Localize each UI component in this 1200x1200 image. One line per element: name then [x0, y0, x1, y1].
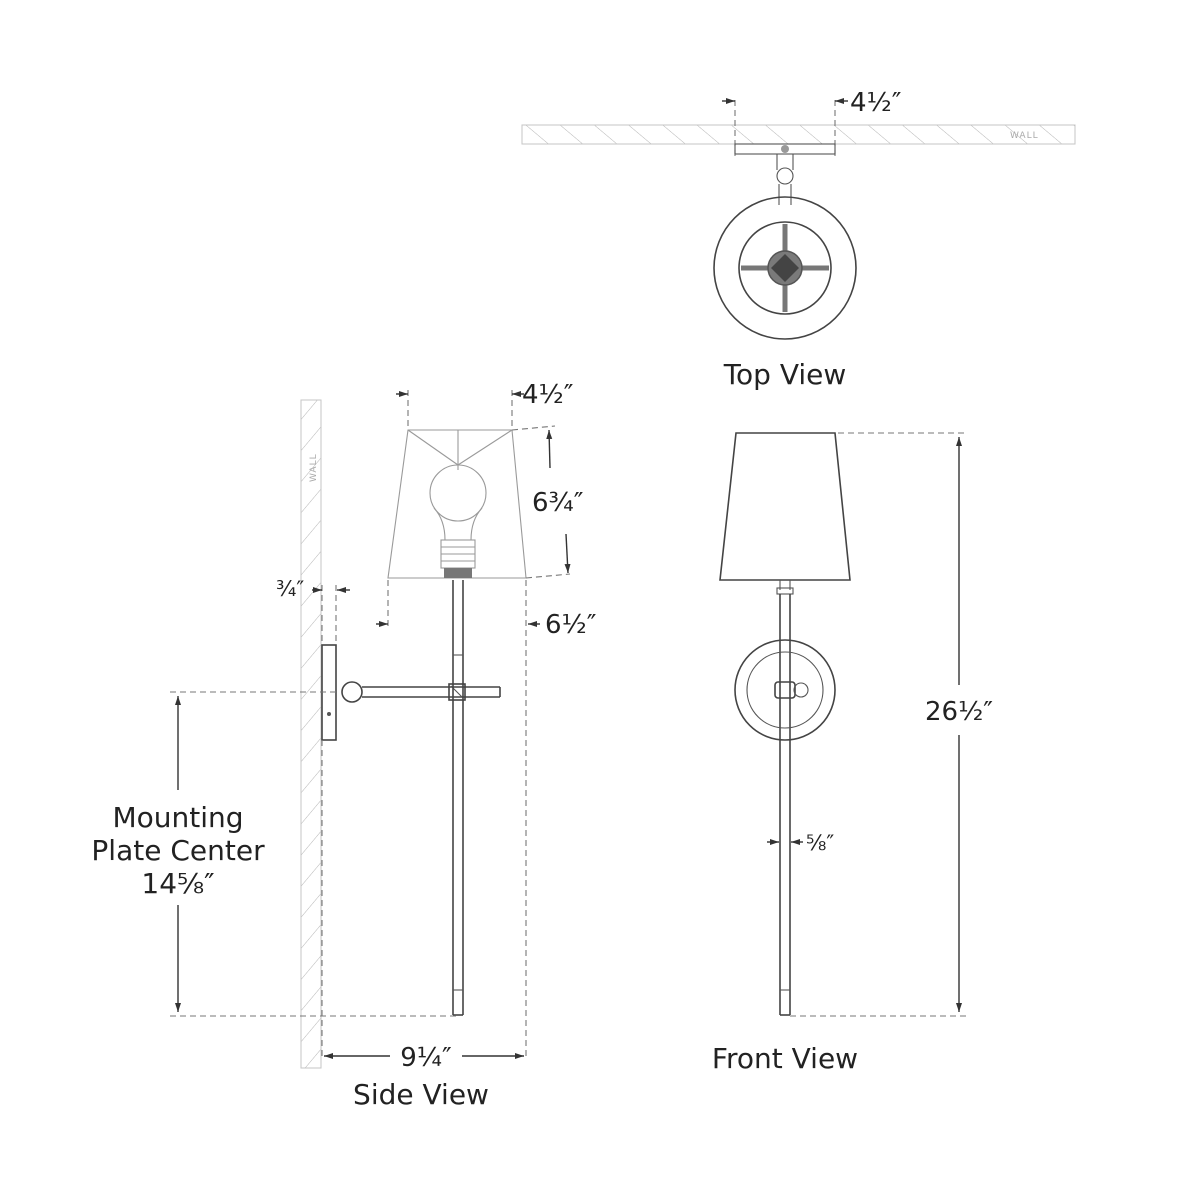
- shade-bottom-dimension: 6½″: [376, 580, 597, 640]
- top-wall: WALL: [521, 124, 1076, 145]
- front-view: 26½″ ⅝″ Front View: [712, 432, 993, 1075]
- stem-diameter-label: ⅝″: [806, 831, 834, 855]
- front-backplate-inner: [746, 651, 824, 729]
- shade-top-dimension: 4½″: [396, 380, 574, 428]
- mounting-label-line2: Plate Center: [91, 834, 265, 867]
- shade-height-label: 6¾″: [532, 488, 584, 518]
- side-bulb: [429, 464, 487, 522]
- shade-top-diameter-label: 4½″: [522, 380, 574, 410]
- top-view: WALL 4½″ Top View: [521, 88, 1076, 391]
- front-backplate-outer: [734, 639, 836, 741]
- side-wall-label: WALL: [309, 453, 319, 482]
- side-view: WALL: [91, 380, 596, 1111]
- front-shade: [719, 432, 851, 581]
- top-view-title: Top View: [723, 358, 847, 391]
- top-view-fixture: [713, 143, 857, 340]
- shade-height-dimension: 6¾″: [511, 425, 584, 579]
- top-backplate-dimension: 4½″: [722, 88, 902, 160]
- side-wall: WALL: [300, 399, 322, 1069]
- top-backplate-depth-label: 4½″: [850, 88, 902, 118]
- backplate-thickness-dimension: ¾″: [276, 577, 350, 645]
- shade-bottom-diameter-label: 6½″: [545, 610, 597, 640]
- extension-label: 9¼″: [400, 1043, 452, 1073]
- mounting-center-dimension: Mounting Plate Center 14⅝″: [91, 691, 458, 1017]
- top-wall-label: WALL: [1010, 131, 1039, 141]
- side-shade: [387, 429, 527, 579]
- mounting-label-line1: Mounting: [112, 801, 243, 834]
- shade-inner-circle: [738, 221, 832, 315]
- front-view-fixture: [719, 432, 851, 1016]
- side-view-title: Side View: [353, 1078, 489, 1111]
- side-view-fixture: [321, 429, 527, 1016]
- overall-height-dimension: 26½″: [790, 432, 993, 1017]
- backplate-thickness-label: ¾″: [276, 577, 304, 601]
- mounting-value: 14⅝″: [141, 867, 214, 900]
- shade-outer-circle: [713, 196, 857, 340]
- front-view-title: Front View: [712, 1042, 858, 1075]
- overall-height-label: 26½″: [925, 697, 993, 727]
- stem-diameter-dimension: ⅝″: [767, 831, 834, 855]
- extension-dimension: 9¼″: [321, 630, 527, 1073]
